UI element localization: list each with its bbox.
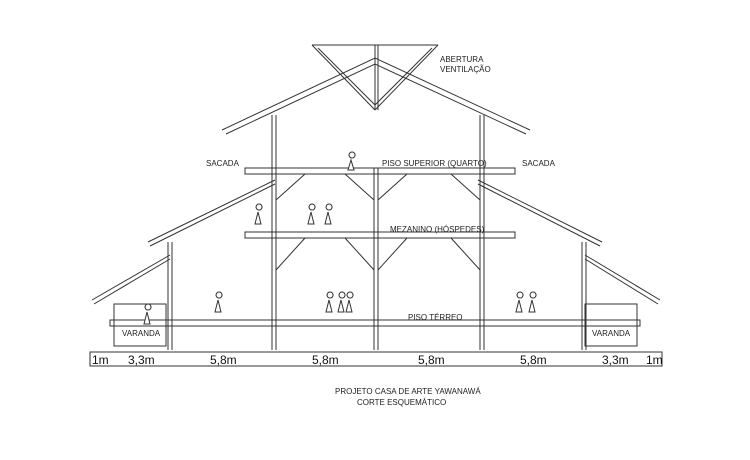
people-figures [143, 151, 537, 325]
dimension-label: 5,8m [418, 353, 445, 367]
mezzanine-label: MEZANINO (HÓSPEDES) [390, 225, 485, 234]
dimension-label: 5,8m [210, 353, 237, 367]
person-figure [254, 203, 263, 225]
dimension-label: 1m [646, 353, 663, 367]
person-figure [347, 151, 356, 171]
dimension-label: 1m [92, 353, 109, 367]
structure-lines [89, 44, 663, 367]
ventilation-label-line2: VENTILAÇÃO [440, 65, 491, 74]
lower-roof-left [91, 254, 171, 301]
dimension-bar [89, 351, 663, 367]
person-figure [143, 303, 152, 325]
person-figure [325, 291, 334, 313]
balcony-left-label: SACADA [206, 159, 240, 168]
dimension-label: 3,3m [602, 353, 629, 367]
person-figure [324, 203, 333, 225]
upper-roof [221, 57, 531, 131]
ground-floor-label: PISO TÉRREO [408, 313, 463, 322]
veranda-right-label: VARANDA [592, 329, 631, 338]
dimension-label: 3,3m [128, 353, 155, 367]
person-figure [307, 203, 316, 225]
middle-roof [147, 179, 276, 243]
person-figure [214, 291, 223, 313]
dimension-label: 5,8m [312, 353, 339, 367]
veranda-left-box [113, 303, 167, 347]
caption-line1: PROJETO CASA DE ARTE YAWANAWÁ [335, 387, 481, 396]
person-figure [515, 291, 524, 313]
person-figure [337, 291, 346, 313]
balcony-right-label: SACADA [522, 159, 556, 168]
person-figure [528, 291, 537, 313]
upper-floor-slab [244, 167, 516, 175]
upper-floor-label: PISO SUPERIOR (QUARTO) [382, 159, 487, 168]
dimension-label: 5,8m [520, 353, 547, 367]
person-figure [345, 291, 354, 313]
veranda-left-label: VARANDA [122, 329, 161, 338]
mezzanine-slab [244, 231, 516, 239]
ventilation-label-line1: ABERTURA [440, 55, 484, 64]
ground-floor-slab [109, 319, 641, 327]
lower-roof-right [584, 254, 661, 301]
veranda-right-box [584, 303, 638, 347]
caption-line2: CORTE ESQUEMÁTICO [357, 398, 446, 407]
